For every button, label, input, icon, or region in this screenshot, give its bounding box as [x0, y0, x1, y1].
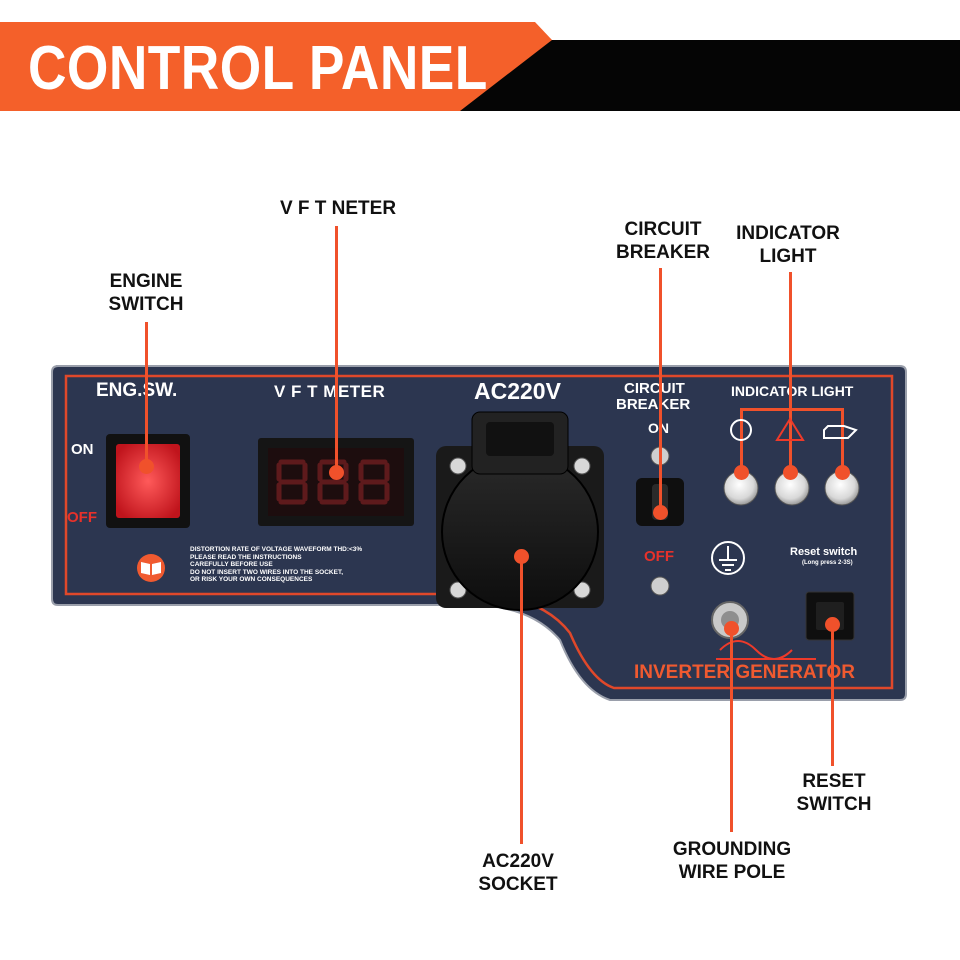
panel-breaker-on-label: ON: [648, 420, 669, 436]
dot-indicator-2: [783, 464, 798, 480]
panel-indicator-light-label: INDICATOR LIGHT: [731, 383, 854, 399]
panel-reset-hint: (Long press 2-3S): [802, 560, 853, 566]
leader-ac-socket: [520, 556, 523, 844]
panel-eng-sw-label: ENG.SW.: [96, 380, 178, 401]
leader-reset-switch: [831, 624, 834, 766]
leader-engine-switch: [145, 322, 148, 466]
dot-grounding-pole: [724, 620, 739, 636]
panel-off-label: OFF: [67, 509, 97, 526]
manual-book-icon: [137, 554, 165, 582]
panel-inverter-generator-label: INVERTER GENERATOR: [634, 662, 855, 683]
dot-indicator-1: [734, 464, 749, 480]
oil-can-icon: [823, 425, 858, 439]
panel-warning-text: DISTORTION RATE OF VOLTAGE WAVEFORM THD:…: [190, 546, 363, 583]
panel-circuit-breaker-label-2: BREAKER: [616, 396, 691, 413]
engine-switch-rocker: [116, 444, 180, 518]
meter-digits: [276, 459, 390, 505]
panel-circuit-breaker-label-1: CIRCUIT: [624, 380, 685, 397]
leader-grounding-pole: [730, 628, 733, 832]
overload-symbol-icon: [730, 419, 752, 441]
leader-circuit-breaker: [659, 268, 662, 512]
panel-vft-meter-label: V F T METER: [274, 382, 386, 401]
callout-vft-meter: V F T NETER: [279, 198, 397, 219]
leader-indicator-light: [789, 272, 792, 408]
panel-reset-switch-label: Reset switch: [790, 546, 858, 558]
dot-indicator-3: [835, 464, 850, 480]
ground-symbol-icon: [711, 541, 745, 575]
panel-ac220v-label: AC220V: [474, 378, 561, 404]
dot-engine-switch: [139, 458, 154, 474]
dot-reset-switch: [825, 616, 840, 632]
leader-vft-meter: [335, 226, 338, 472]
warning-triangle-icon: [775, 417, 805, 441]
dot-vft-meter: [329, 464, 344, 480]
page-title: CONTROL PANEL: [28, 34, 488, 103]
dot-ac-socket: [514, 548, 529, 564]
panel-on-label: ON: [71, 441, 94, 458]
dot-circuit-breaker: [653, 504, 668, 520]
header-banner-orange: [0, 22, 552, 111]
panel-breaker-off-label: OFF: [644, 548, 674, 565]
